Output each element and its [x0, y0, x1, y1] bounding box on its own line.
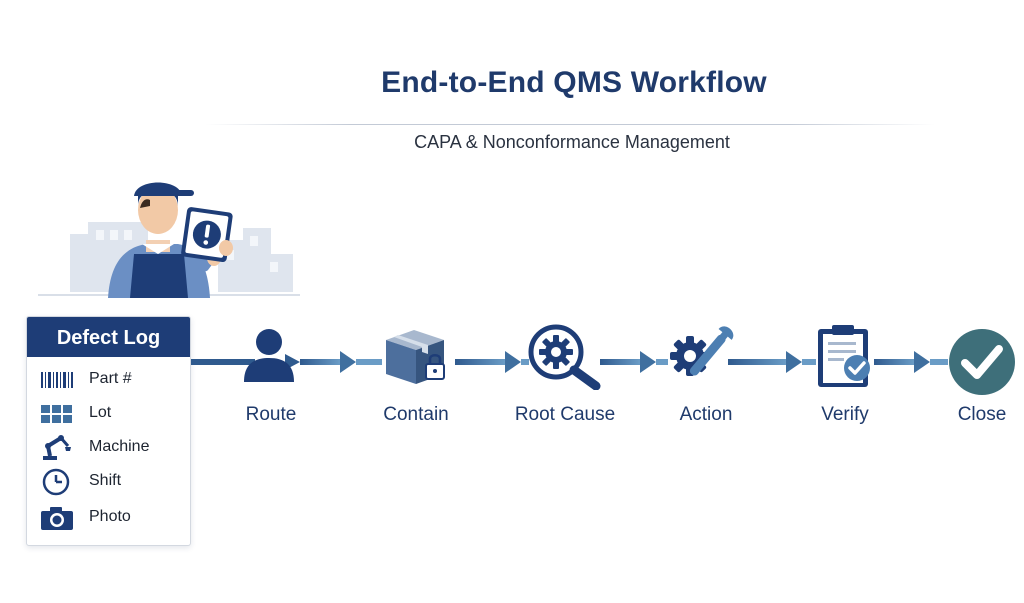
robot-arm-icon	[43, 435, 71, 460]
gear-wrench-icon	[670, 326, 734, 376]
step-label-root-cause: Root Cause	[514, 404, 616, 425]
page-title: End-to-End QMS Workflow	[381, 66, 767, 99]
log-item-label: Shift	[89, 472, 122, 489]
clipboard-check-icon	[818, 325, 870, 387]
camera-icon	[41, 507, 73, 530]
arrow-contain-rootcause	[455, 351, 529, 373]
arrow-rootcause-action	[600, 351, 668, 373]
arrow-action-verify	[728, 351, 816, 373]
log-item-label: Lot	[89, 404, 112, 421]
log-item-label: Part #	[89, 370, 132, 387]
log-item-label: Photo	[89, 508, 131, 525]
step-label-route: Route	[245, 404, 297, 425]
defect-log-panel: Defect Log Part # Lot	[26, 316, 191, 546]
locked-box-icon	[386, 330, 445, 384]
log-item-photo: Photo	[27, 501, 190, 535]
barcode-icon	[41, 372, 73, 388]
page-subtitle: CAPA & Nonconformance Management	[414, 132, 730, 152]
checkmark-circle-icon	[949, 329, 1015, 395]
magnifier-gear-icon	[528, 324, 601, 390]
grid-icon	[41, 405, 72, 423]
connector-log-to-route	[191, 359, 255, 365]
arrow-verify-close	[874, 351, 948, 373]
log-item-lot: Lot	[27, 397, 190, 431]
log-item-part-number: Part #	[27, 363, 190, 397]
title-divider	[205, 124, 935, 125]
defect-log-header: Defect Log	[27, 317, 190, 357]
log-item-label: Machine	[89, 438, 150, 455]
step-label-contain: Contain	[383, 404, 449, 425]
log-item-machine: Machine	[27, 431, 190, 465]
clock-icon	[42, 468, 70, 496]
step-label-verify: Verify	[821, 404, 869, 425]
worker-with-tablet-illustration	[38, 182, 300, 298]
step-label-action: Action	[679, 404, 733, 425]
log-item-shift: Shift	[27, 465, 190, 499]
step-label-close: Close	[957, 404, 1007, 425]
person-icon	[244, 329, 294, 382]
